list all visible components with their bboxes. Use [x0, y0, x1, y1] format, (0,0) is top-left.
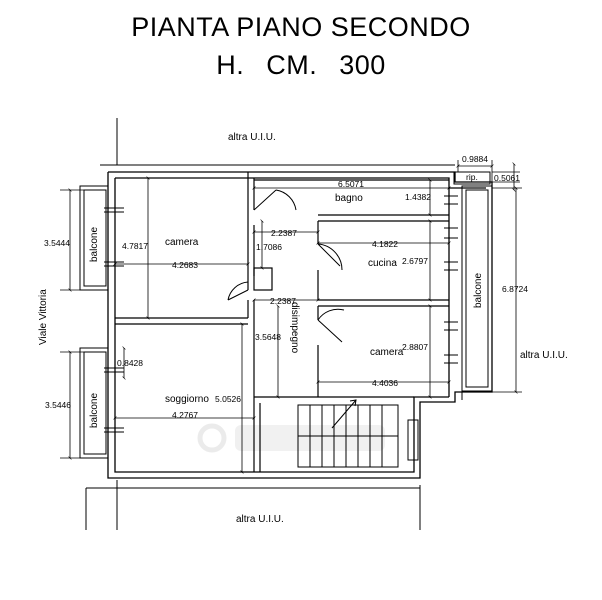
label-room-bagno: bagno — [335, 193, 363, 204]
dim-09884: 0.9884 — [462, 154, 488, 164]
stairs — [297, 399, 419, 468]
dim-14382: 1.4382 — [405, 192, 431, 202]
neighbor-lines — [85, 118, 463, 530]
dim-35648: 3.5648 — [255, 332, 281, 342]
exterior-walls — [107, 171, 493, 479]
dim-42767: 4.2767 — [172, 410, 198, 420]
dim-26797: 2.6797 — [402, 256, 428, 266]
dim-35444: 3.5444 — [44, 238, 70, 248]
page-title: PIANTA PIANO SECONDO — [131, 12, 471, 42]
dim-05061: 0.5061 — [494, 173, 520, 183]
label-rip: rip. — [466, 172, 478, 182]
dim-42683: 4.2683 — [172, 260, 198, 270]
label-balcone-right: balcone — [473, 273, 484, 308]
label-street: Viale Vittoria — [38, 289, 49, 345]
watermark — [197, 423, 385, 453]
dim-44036: 4.4036 — [372, 378, 398, 388]
label-neighbor-bottom: altra U.I.U. — [236, 514, 284, 525]
label-room-soggiorno: soggiorno — [165, 394, 209, 405]
dim-17086: 1.7086 — [256, 242, 282, 252]
dim-68724: 6.8724 — [502, 284, 528, 294]
dim-47817: 4.7817 — [122, 241, 148, 251]
label-balcone-top: balcone — [89, 227, 100, 262]
dim-50526: 5.0526 — [215, 394, 241, 404]
label-room-camera-1: camera — [165, 237, 199, 248]
door-swings — [227, 189, 345, 343]
page-subtitle: H. CM. 300 — [216, 50, 386, 80]
dimension-lines — [60, 160, 522, 474]
dim-35446: 3.5446 — [45, 400, 71, 410]
dim-22387-a: 2.2387 — [271, 228, 297, 238]
label-balcone-bottom: balcone — [89, 393, 100, 428]
label-room-camera-2: camera — [370, 347, 404, 358]
windows — [104, 195, 458, 433]
label-neighbor-right: altra U.I.U. — [520, 350, 568, 361]
dim-41822: 4.1822 — [372, 239, 398, 249]
dim-28807: 2.8807 — [402, 342, 428, 352]
label-room-disimpegno: disimpegno — [289, 302, 300, 354]
dim-08428: 0.8428 — [117, 358, 143, 368]
label-neighbor-top: altra U.I.U. — [228, 132, 276, 143]
label-room-cucina: cucina — [368, 258, 397, 269]
dim-65071: 6.5071 — [338, 179, 364, 189]
dim-22387-b: 2.2387 — [270, 296, 296, 306]
